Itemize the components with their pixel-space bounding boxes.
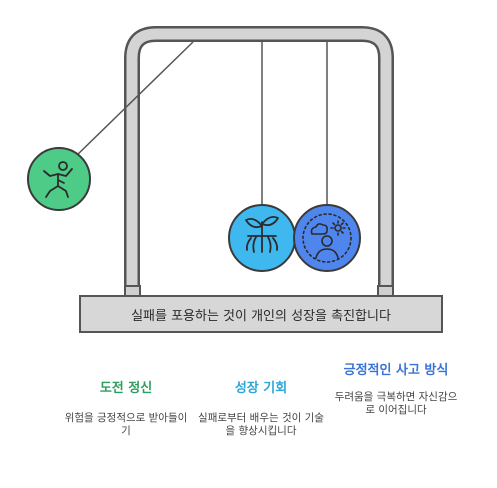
caption-mindset: 긍정적인 사고 방식 두려움을 극복하면 자신감으로 이어집니다 [332,362,460,417]
string-left [73,41,194,159]
cradle-base [79,295,443,333]
cyan-ball [228,204,296,272]
person-weather-icon [302,213,352,263]
caption-growth-desc: 실패로부터 배우는 것이 기술을 향상시킵니다 [198,412,324,437]
base-label: 실패를 포용하는 것이 개인의 성장을 촉진합니다 [131,308,391,324]
green-ball [27,147,91,211]
caption-challenge-title: 도전 정신 [99,381,153,396]
blue-ball [293,204,361,272]
seedling-icon [245,215,279,253]
caption-growth-title: 성장 기회 [234,381,288,396]
caption-mindset-desc: 두려움을 극복하면 자신감으로 이어집니다 [334,391,458,416]
caption-mindset-title: 긍정적인 사고 방식 [343,363,449,378]
swinging-person-icon [43,161,73,198]
caption-growth: 성장 기회 실패로부터 배우는 것이 기술을 향상시킵니다 [197,380,325,438]
caption-challenge: 도전 정신 위험을 긍정적으로 받아들이기 [62,380,190,438]
caption-challenge-desc: 위험을 긍정적으로 받아들이기 [64,412,188,437]
